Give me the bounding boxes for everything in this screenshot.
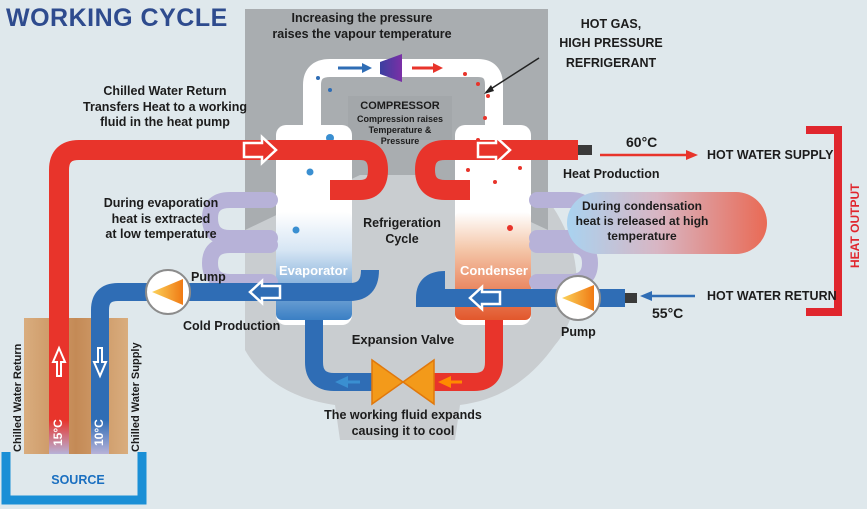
chilled-return-description: Chilled Water Return Transfers Heat to a… [83,84,247,130]
increasing-pressure-text: Increasing the pressure raises the vapou… [272,11,452,41]
temp-15-label: 15°C [51,419,65,446]
evaporator-coil [201,192,278,290]
heat-output-label: HEAT OUTPUT [848,183,862,268]
pointer-arrowhead [484,85,494,94]
temp-60-label: 60°C [626,134,658,150]
chilled-water-supply-vertical: Chilled Water Supply [130,342,142,452]
refrigeration-cycle-label: Refrigeration Cycle [363,216,441,246]
expansion-loop [305,320,503,391]
heat-production-label: Heat Production [563,167,660,181]
heat-output-bracket [806,126,842,316]
temp-10-label: 10°C [92,419,106,446]
pump-right-label: Pump [561,325,596,339]
compressor-loop [303,59,503,140]
evaporator-label: Evaporator [279,263,348,278]
chilled-water-return-vertical: Chilled Water Return [12,343,24,452]
page-title: WORKING CYCLE [6,4,228,32]
hot-water-supply-pipe [414,134,698,200]
pump-right [555,275,601,321]
temp-55-label: 55°C [652,305,684,321]
flow-arrow-blue-top [338,63,372,73]
chilled-water-supply-pipe [91,269,379,420]
hot-gas-text: HOT GAS, HIGH PRESSURE REFRIGERANT [559,17,663,70]
condensation-pill [567,192,767,254]
source-bracket [1,452,147,505]
chilled-water-return-pipe [49,134,389,420]
compressor [380,54,402,82]
hot-water-return-label: HOT WATER RETURN [707,289,837,303]
expansion-description: The working fluid expands causing it to … [324,408,482,438]
flow-arrow-red-top [412,63,443,73]
condenser-label: Condenser [460,263,528,278]
compressor-sub-label: Compression raises Temperature & Pressur… [356,114,444,146]
condensation-description: During condensation heat is released at … [575,199,709,243]
pump-left-label: Pump [191,270,226,284]
evaporation-description: During evaporation heat is extracted at … [103,196,219,242]
expansion-valve [371,358,435,406]
cold-production-label: Cold Production [183,319,281,333]
source-label: SOURCE [51,473,105,487]
hot-water-supply-label: HOT WATER SUPPLY [707,148,834,162]
ground-source [24,318,128,454]
pointer-line [485,57,540,93]
pump-left [145,269,191,315]
compressor-label: COMPRESSOR [360,100,440,112]
expansion-valve-label: Expansion Valve [351,332,455,347]
